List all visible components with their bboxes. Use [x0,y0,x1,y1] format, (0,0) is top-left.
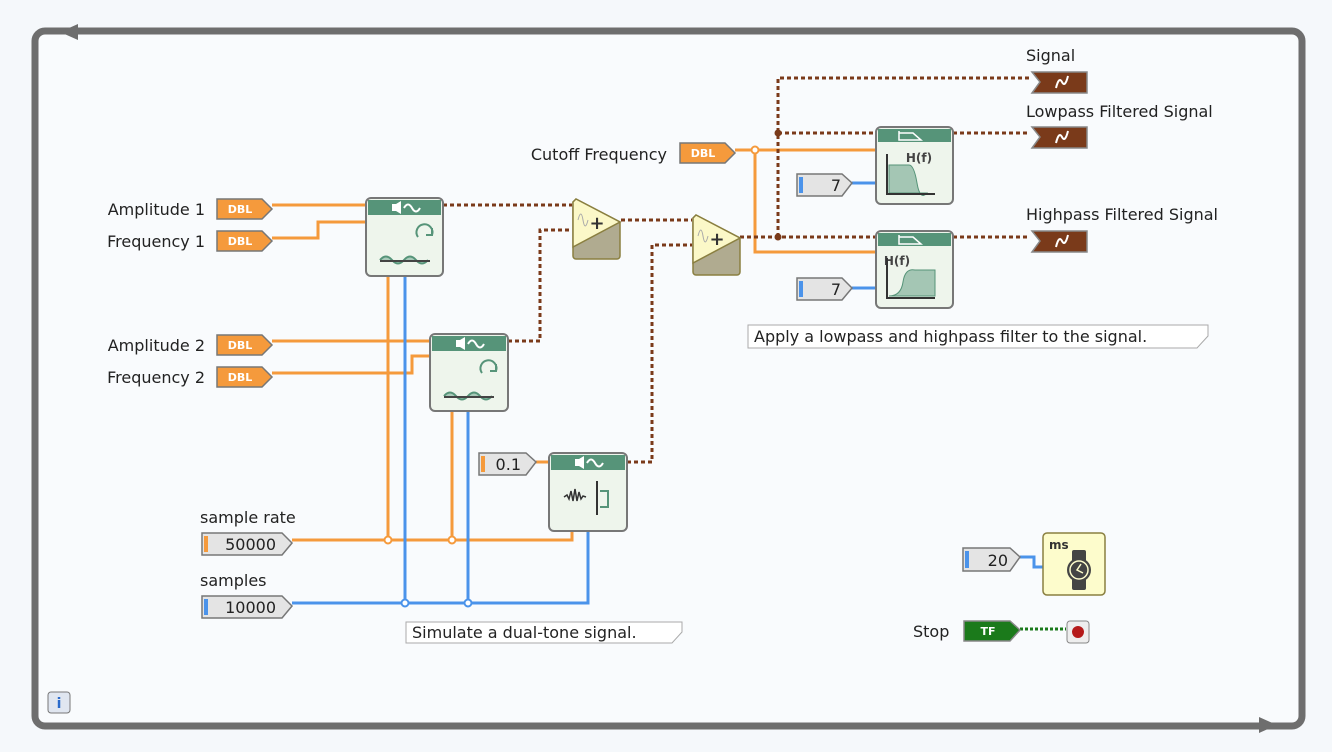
repeat-icon [415,223,434,238]
svg-text:Lowpass Filtered Signal: Lowpass Filtered Signal [1026,102,1213,121]
svg-text:Frequency 1: Frequency 1 [107,232,205,251]
svg-text:DBL: DBL [228,203,253,216]
svg-text:TF: TF [980,625,995,638]
noise-amplitude-constant[interactable]: 0.1 [478,452,538,476]
waveform-icon [1055,75,1069,89]
add-node-2[interactable]: + [692,214,742,276]
sample-rate-control[interactable]: sample rate 50000 [200,508,296,556]
svg-text:i: i [57,696,62,712]
svg-text:Highpass Filtered Signal: Highpass Filtered Signal [1026,205,1218,224]
svg-text:7: 7 [831,280,841,299]
svg-text:sample rate: sample rate [200,508,296,527]
amplitude2-control[interactable]: Amplitude 2 DBL [108,334,274,356]
svg-text:10000: 10000 [225,598,276,617]
highpass-order-constant[interactable]: 7 [796,277,854,301]
loop-arrow-icon [60,24,78,40]
lowpass-order-constant[interactable]: 7 [796,173,854,197]
loop-condition-terminal[interactable] [1066,620,1090,644]
svg-text:+: + [589,213,604,234]
lowpass-filter[interactable]: H(f) [875,126,954,205]
svg-text:0.1: 0.1 [496,455,521,474]
wires[interactable] [272,76,1066,631]
waveform-icon [1055,234,1069,248]
svg-text:H(f): H(f) [884,254,910,268]
loop-arrow-icon [1259,717,1277,733]
svg-text:Apply a lowpass and highpass f: Apply a lowpass and highpass filter to t… [754,327,1147,346]
samples-control[interactable]: samples 10000 [200,571,294,619]
add-node-1[interactable]: + [572,198,622,260]
cutoff-frequency-control[interactable]: Cutoff Frequency DBL [531,142,737,164]
wait-ms-constant[interactable]: 20 [962,547,1021,572]
svg-text:H(f): H(f) [906,151,932,165]
svg-text:Amplitude 1: Amplitude 1 [108,200,205,219]
watch-icon [1067,550,1091,590]
waveform-icon [1055,130,1069,144]
svg-text:DBL: DBL [228,339,253,352]
svg-text:DBL: DBL [228,235,253,248]
svg-text:Cutoff Frequency: Cutoff Frequency [531,145,667,164]
svg-text:Simulate a dual-tone signal.: Simulate a dual-tone signal. [412,623,637,642]
stop-control[interactable]: Stop TF [913,620,1022,642]
simulate-signal-tone1[interactable] [365,197,444,277]
signal-indicator[interactable]: Signal [1026,46,1088,94]
info-icon[interactable]: i [47,691,71,714]
svg-text:Amplitude 2: Amplitude 2 [108,336,205,355]
highpass-filter[interactable]: H(f) [875,230,954,309]
frequency1-control[interactable]: Frequency 1 DBL [107,230,274,252]
svg-text:Stop: Stop [913,622,949,641]
svg-text:ms: ms [1049,538,1069,552]
svg-text:samples: samples [200,571,267,590]
comment-filter: Apply a lowpass and highpass filter to t… [747,324,1209,349]
frequency2-control[interactable]: Frequency 2 DBL [107,366,274,388]
highpass-indicator[interactable]: Highpass Filtered Signal [1026,205,1218,253]
lowpass-indicator[interactable]: Lowpass Filtered Signal [1026,102,1213,149]
svg-text:DBL: DBL [228,371,253,384]
svg-text:Signal: Signal [1026,46,1075,65]
simulate-noise[interactable] [548,452,628,532]
wait-ms-function[interactable]: ms [1042,532,1106,596]
svg-text:Frequency 2: Frequency 2 [107,368,205,387]
amplitude1-control[interactable]: Amplitude 1 DBL [108,198,274,220]
simulate-signal-tone2[interactable] [429,333,509,412]
stop-icon [1072,626,1084,638]
svg-text:50000: 50000 [225,535,276,554]
svg-text:+: + [709,229,724,250]
comment-simulate: Simulate a dual-tone signal. [405,621,683,644]
svg-text:20: 20 [988,551,1008,570]
svg-text:7: 7 [831,176,841,195]
svg-text:DBL: DBL [691,147,716,160]
